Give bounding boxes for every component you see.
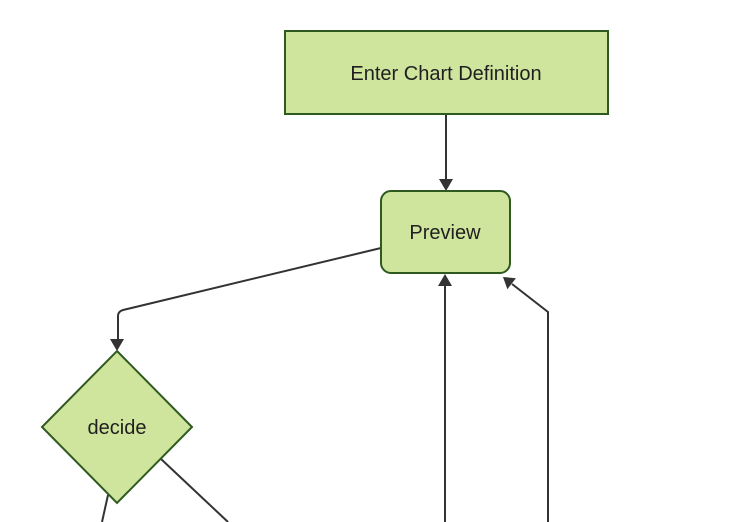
- edge-preview-to-decide: [117, 247, 382, 341]
- arrowhead-into-preview-corner: [503, 277, 516, 290]
- arrowhead-into-decide-top: [110, 339, 124, 351]
- arrowhead-into-preview-top: [439, 179, 453, 191]
- node-enter-chart-definition-label: Enter Chart Definition: [350, 63, 541, 85]
- node-enter-chart-definition: [284, 30, 609, 115]
- node-preview-label: Preview: [409, 222, 481, 244]
- edge-group: [101, 115, 549, 522]
- edge-offscreen-to-preview-corner: [511, 283, 549, 522]
- edge-decide-to-offscreen-left: [101, 494, 109, 522]
- arrowhead-into-preview-bottom: [438, 274, 452, 286]
- node-decide-label: decide: [88, 417, 147, 439]
- node-preview: [380, 190, 511, 274]
- node-group: Enter Chart Definition Preview decide: [40, 30, 609, 505]
- edge-decide-to-offscreen-right: [160, 458, 229, 522]
- node-decide: [40, 349, 194, 505]
